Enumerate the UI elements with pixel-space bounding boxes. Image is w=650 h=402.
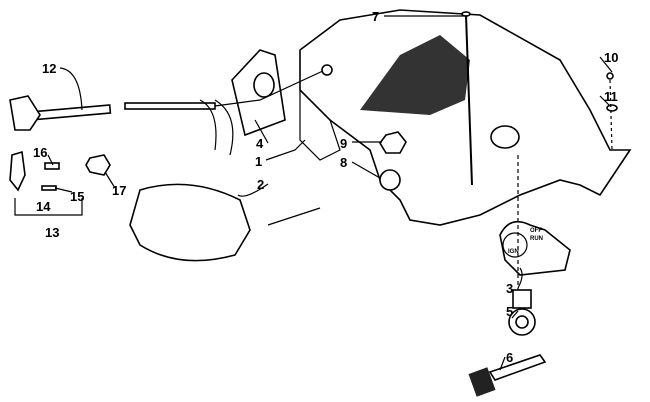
lockwasher-8	[379, 169, 401, 191]
callouts: 12 4 1 2 16 17 14 15 13 7 9 8 10 11 3 5 …	[33, 9, 618, 365]
callout-17: 17	[112, 183, 126, 198]
ignition-plate: OFF RUN IGN	[499, 220, 571, 276]
callout-8: 8	[340, 155, 347, 170]
plate-run-text: RUN	[530, 236, 543, 242]
lower-cover	[129, 183, 251, 262]
callout-4: 4	[256, 136, 264, 151]
callout-9: 9	[340, 136, 347, 151]
throttle-cable	[9, 64, 333, 156]
part-14	[9, 150, 26, 192]
nut-17	[85, 154, 111, 176]
callout-1: 1	[255, 154, 262, 169]
ignition-switch-body	[512, 289, 532, 309]
washer-11	[606, 104, 618, 112]
callout-13: 13	[45, 225, 59, 240]
plate-off-text: OFF	[530, 228, 542, 234]
plate-ign-text: IGN	[508, 249, 519, 255]
callout-14: 14	[36, 199, 51, 214]
nut-9	[379, 131, 407, 154]
pin-15	[41, 185, 57, 191]
callout-11: 11	[604, 89, 618, 104]
callout-3: 3	[506, 281, 513, 296]
callout-7: 7	[372, 9, 379, 24]
callout-15: 15	[70, 189, 84, 204]
screw-10	[606, 72, 614, 80]
console-housing	[299, 9, 632, 226]
callout-6: 6	[506, 350, 513, 365]
callout-12: 12	[42, 61, 56, 76]
ignition-key	[468, 354, 547, 397]
callout-16: 16	[33, 145, 47, 160]
leader-lines	[47, 15, 613, 371]
callout-10: 10	[604, 50, 618, 65]
callout-5: 5	[506, 304, 513, 319]
callout-2: 2	[257, 177, 264, 192]
